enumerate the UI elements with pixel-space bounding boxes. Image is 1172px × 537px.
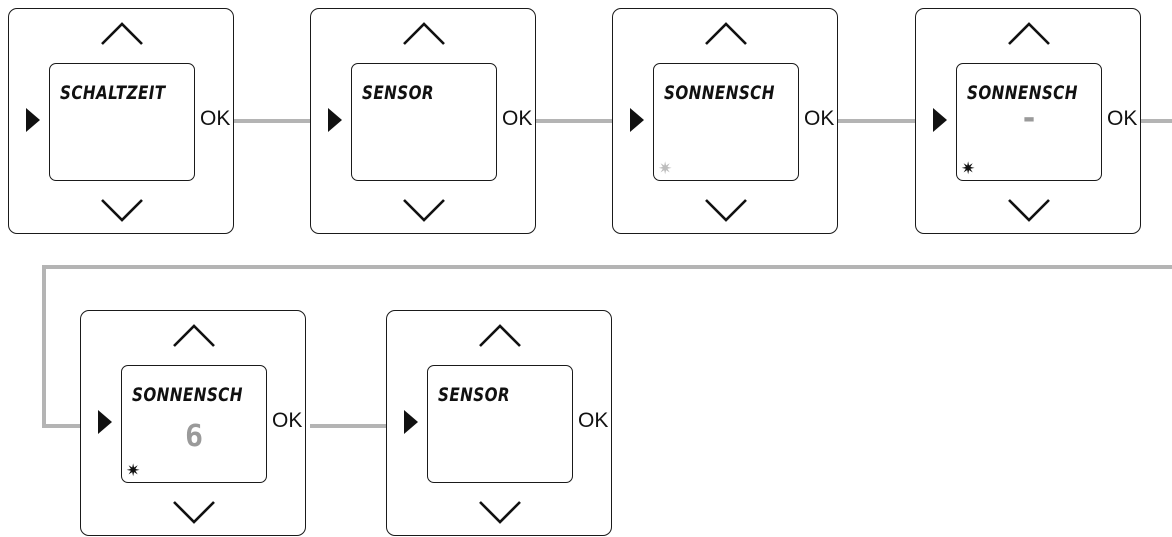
sun-icon: ✷: [126, 461, 141, 481]
ok-button[interactable]: OK: [804, 107, 835, 130]
chevron-up-icon[interactable]: [171, 323, 217, 349]
display-label: SENSOR: [362, 82, 435, 104]
triangle-right-icon[interactable]: [630, 108, 644, 132]
lcd-screen: SCHALTZEIT: [49, 63, 195, 181]
triangle-right-icon[interactable]: [933, 108, 947, 132]
display-label: SONNENSCH: [664, 82, 775, 104]
connector-line: [1139, 119, 1172, 123]
triangle-right-icon[interactable]: [26, 108, 40, 132]
lcd-screen: SENSOR: [351, 63, 497, 181]
connector-line: [310, 424, 386, 428]
ok-button[interactable]: OK: [502, 107, 533, 130]
lcd-screen: SONNENSCH 6 ✷: [121, 365, 267, 483]
display-value: -: [1019, 101, 1039, 136]
chevron-up-icon[interactable]: [401, 21, 447, 47]
triangle-right-icon[interactable]: [98, 410, 112, 434]
sun-icon: ✷: [658, 159, 673, 179]
device-step-2: SENSOR OK: [310, 8, 536, 234]
chevron-down-icon[interactable]: [477, 499, 523, 525]
chevron-down-icon[interactable]: [703, 197, 749, 223]
lcd-screen: SONNENSCH ✷: [653, 63, 799, 181]
device-step-1: SCHALTZEIT OK: [8, 8, 234, 234]
lcd-screen: SONNENSCH - ✷: [956, 63, 1102, 181]
sun-icon: ✷: [961, 159, 976, 179]
connector-line: [534, 119, 612, 123]
display-label: SONNENSCH: [132, 384, 243, 406]
device-step-5: SONNENSCH 6 ✷ OK: [80, 310, 306, 536]
triangle-right-icon[interactable]: [404, 410, 418, 434]
connector-line: [42, 265, 46, 427]
chevron-down-icon[interactable]: [171, 499, 217, 525]
device-step-4: SONNENSCH - ✷ OK: [915, 8, 1141, 234]
ok-button[interactable]: OK: [1107, 107, 1138, 130]
lcd-screen: SENSOR: [427, 365, 573, 483]
display-label: SCHALTZEIT: [60, 82, 166, 104]
connector-line: [232, 119, 310, 123]
display-value: 6: [184, 419, 204, 454]
display-label: SONNENSCH: [967, 82, 1078, 104]
connector-line: [42, 424, 80, 428]
chevron-down-icon[interactable]: [99, 197, 145, 223]
connector-line: [42, 265, 1172, 269]
chevron-down-icon[interactable]: [1006, 197, 1052, 223]
display-label: SENSOR: [438, 384, 511, 406]
chevron-up-icon[interactable]: [477, 323, 523, 349]
ok-button[interactable]: OK: [200, 107, 231, 130]
triangle-right-icon[interactable]: [328, 108, 342, 132]
device-step-3: SONNENSCH ✷ OK: [612, 8, 838, 234]
ok-button[interactable]: OK: [272, 409, 303, 432]
chevron-up-icon[interactable]: [1006, 21, 1052, 47]
connector-line: [837, 119, 915, 123]
device-step-6: SENSOR OK: [386, 310, 612, 536]
chevron-down-icon[interactable]: [401, 197, 447, 223]
chevron-up-icon[interactable]: [99, 21, 145, 47]
ok-button[interactable]: OK: [578, 409, 609, 432]
chevron-up-icon[interactable]: [703, 21, 749, 47]
